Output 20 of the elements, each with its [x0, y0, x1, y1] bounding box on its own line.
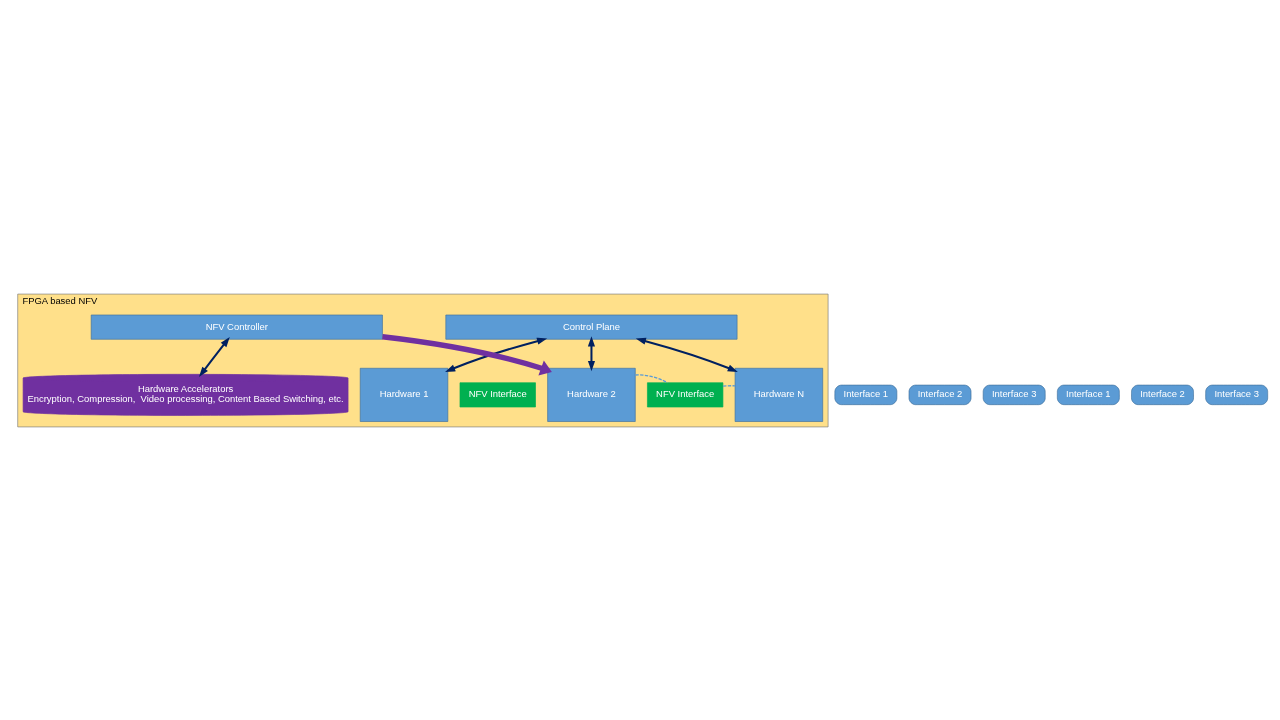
- node-box: Interface 3: [1205, 384, 1269, 405]
- node-box: Interface 1: [834, 384, 898, 405]
- node-box: Hardware 2: [547, 367, 636, 422]
- node-box: Hardware N: [734, 367, 824, 422]
- node-box: NFV Interface: [647, 381, 724, 407]
- arrow: [198, 336, 230, 377]
- node-box: Interface 2: [908, 384, 972, 405]
- node-box: NFV Controller: [90, 314, 383, 340]
- node-box: Interface 1: [1057, 384, 1120, 405]
- arrow: [382, 333, 552, 376]
- node-box: Control Plane: [445, 314, 738, 340]
- node-box: Interface 3: [982, 384, 1046, 405]
- node-box: Interface 2: [1131, 384, 1194, 405]
- arrow: [587, 335, 595, 371]
- connector: [634, 373, 669, 383]
- node-box: Hardware 1: [359, 367, 449, 422]
- arrow: [635, 337, 738, 372]
- node-box: NFV Interface: [459, 381, 536, 407]
- connector: [722, 384, 736, 387]
- arrow: [445, 337, 548, 372]
